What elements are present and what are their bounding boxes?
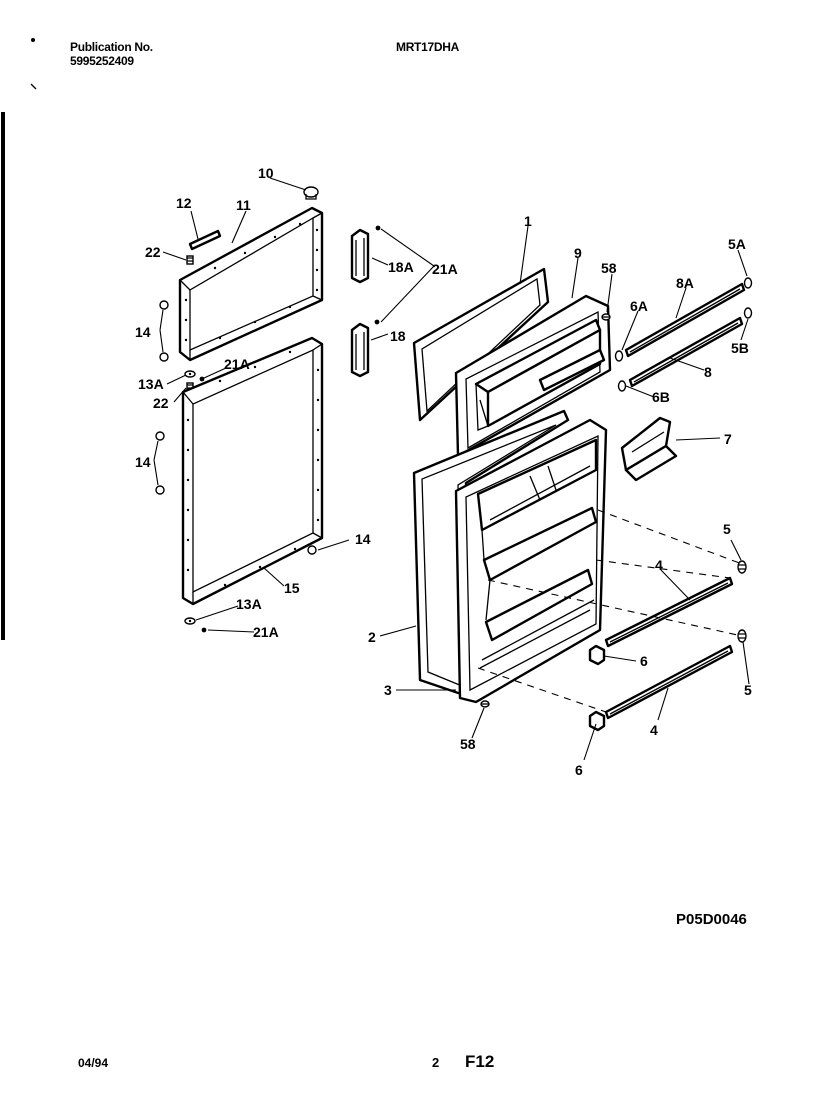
label-5: 5 [744, 682, 752, 698]
plug-button-10 [303, 186, 319, 200]
plug-14 [307, 545, 317, 555]
label-2: 2 [368, 629, 376, 645]
label-13A: 13A [236, 596, 262, 612]
label-21A: 21A [253, 624, 279, 640]
label-14: 14 [135, 324, 151, 340]
screw-21A [375, 225, 381, 231]
label-18: 18 [390, 328, 406, 344]
screw-21A [201, 627, 207, 633]
plug-14 [155, 485, 165, 495]
model-number: MRT17DHA [396, 40, 459, 54]
hinge-pin-13A-lower [184, 617, 196, 625]
figure-number: F12 [465, 1052, 495, 1071]
end-cap-6A [614, 350, 624, 362]
plug-14 [159, 300, 169, 310]
publication-number: 5995252409 [70, 54, 134, 68]
label-13A: 13A [138, 376, 164, 392]
dairy-door-7 [620, 416, 678, 482]
shelf-bar-4-lower [604, 644, 734, 720]
plug-14 [159, 352, 169, 362]
label-21A: 21A [432, 261, 458, 277]
end-cap-5A [743, 277, 753, 289]
alignment-dashes [477, 509, 743, 713]
label-5: 5 [723, 521, 731, 537]
screw-58-lower [480, 700, 490, 708]
end-cap-6B [617, 380, 627, 392]
label-10: 10 [258, 165, 274, 181]
freezer-door-liner-9 [454, 294, 612, 458]
label-6: 6 [640, 653, 648, 669]
screw-21A [374, 319, 380, 325]
label-7: 7 [724, 431, 732, 447]
label-9: 9 [574, 245, 582, 261]
end-cap-6-upper [588, 644, 606, 666]
label-12: 12 [176, 195, 192, 211]
label-8: 8 [704, 364, 712, 380]
leader-lines [153, 177, 750, 761]
label-11: 11 [236, 197, 251, 213]
label-14: 14 [135, 454, 151, 470]
page-edge-mark [1, 112, 5, 640]
screw-58-upper [601, 313, 611, 321]
freezer-door-frame-11 [178, 206, 324, 362]
label-1: 1 [524, 213, 532, 229]
label-3: 3 [384, 682, 392, 698]
fresh-food-door-liner-3 [454, 418, 608, 704]
revision-date: 04/94 [78, 1056, 109, 1070]
shelf-bar-8 [628, 316, 744, 388]
diagram-code: P05D0046 [676, 911, 747, 928]
shelf-bar-8A [624, 282, 746, 358]
label-21A: 21A [224, 356, 250, 372]
fresh-food-door-frame-15 [181, 336, 324, 606]
screw-21A [199, 376, 205, 382]
label-8A: 8A [676, 275, 694, 291]
end-cap-6-lower [588, 710, 606, 732]
label-14: 14 [355, 531, 371, 547]
page-number: 2 [432, 1055, 440, 1070]
screw-22-upper [186, 255, 194, 265]
shelf-bar-4-upper [604, 576, 734, 648]
scan-mark [31, 38, 35, 42]
label-4: 4 [655, 557, 663, 573]
scan-mark [30, 83, 37, 90]
hinge-bracket-18A [350, 228, 370, 284]
label-58: 58 [460, 736, 476, 752]
hinge-pin-13A-upper [184, 370, 196, 378]
label-6B: 6B [652, 389, 670, 405]
label-4: 4 [650, 722, 658, 738]
end-cap-5B [743, 307, 753, 319]
label-6A: 6A [630, 298, 648, 314]
label-6: 6 [575, 762, 583, 778]
freezer-door-gasket-1 [412, 267, 550, 422]
publication-label: Publication No. [70, 40, 153, 54]
trim-strip-12 [188, 229, 222, 251]
hinge-bracket-18 [350, 322, 370, 378]
end-cap-5-upper [737, 560, 747, 574]
label-18A: 18A [388, 259, 414, 275]
label-22: 22 [153, 395, 169, 411]
label-58: 58 [601, 260, 617, 276]
plug-14 [155, 431, 165, 441]
label-15: 15 [284, 580, 300, 596]
label-22: 22 [145, 244, 161, 260]
label-5A: 5A [728, 236, 746, 252]
label-5B: 5B [731, 340, 749, 356]
